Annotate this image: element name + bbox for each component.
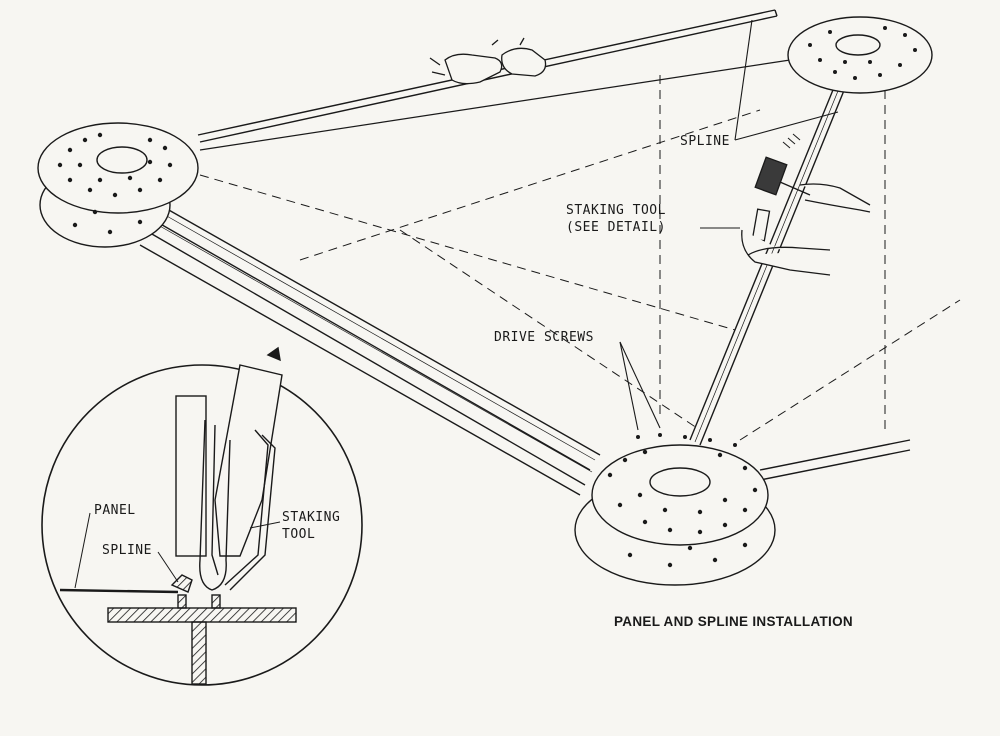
- label-spline: SPLINE: [680, 134, 730, 149]
- label-detail-spline: SPLINE: [102, 543, 152, 558]
- hub-bottom-right: [574, 433, 776, 586]
- hub-left: [37, 122, 199, 248]
- panel-top-edge: [199, 59, 791, 151]
- panel-right-edge: [759, 439, 911, 481]
- leader-lines: [619, 19, 839, 431]
- label-staking-tool-line1: STAKING TOOL: [566, 203, 666, 218]
- hub-top-right: [787, 16, 933, 94]
- label-detail-panel: PANEL: [94, 503, 136, 518]
- staking-tool-hand: [741, 208, 831, 276]
- hammer-hand: [754, 156, 871, 213]
- construction-lines: [199, 75, 961, 441]
- label-detail-staking-line1: STAKING: [282, 510, 341, 525]
- label-detail-staking-line2: TOOL: [282, 527, 316, 542]
- impact-marks: [782, 133, 801, 149]
- rail-left: [139, 204, 601, 496]
- figure-caption: PANEL AND SPLINE INSTALLATION: [614, 614, 853, 629]
- label-staking-tool-line2: (SEE DETAIL): [566, 220, 666, 235]
- label-drive-screws: DRIVE SCREWS: [494, 330, 594, 345]
- detail-circle: [41, 346, 363, 686]
- hands-holding-spline: [429, 37, 547, 85]
